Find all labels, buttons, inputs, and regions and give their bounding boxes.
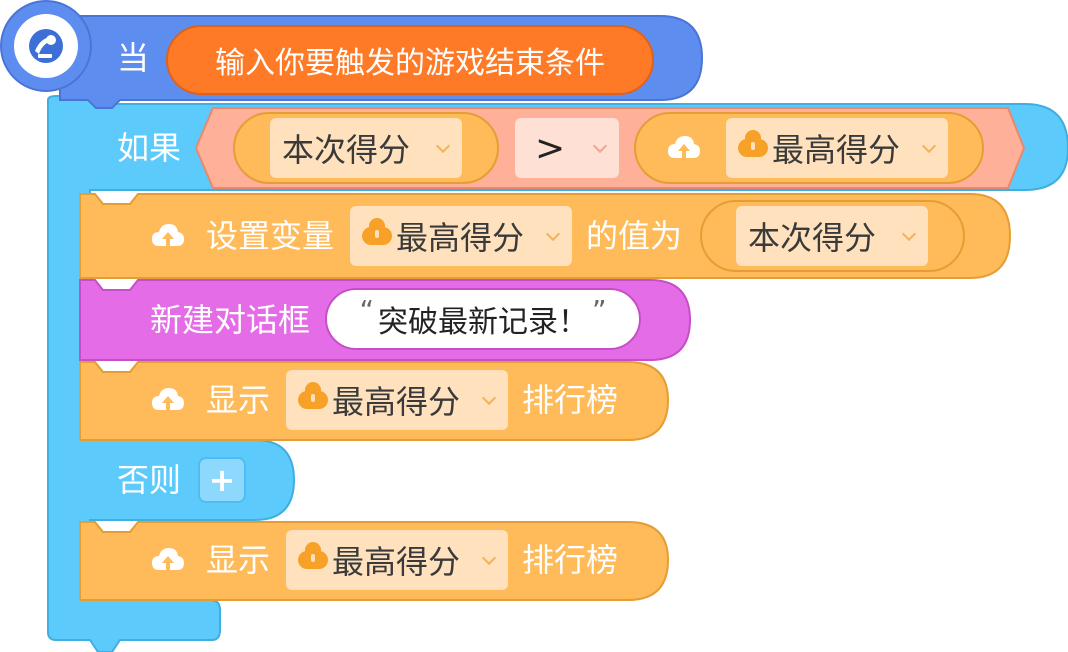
cloud-upload-icon [150,220,186,256]
add-branch-button[interactable]: + [198,457,246,503]
leaderboard-label: 排行榜 [522,381,619,419]
show-label: 显示 [206,541,271,579]
new-dialog-label: 新建对话框 [150,301,311,339]
cloud-lock-icon [738,130,768,157]
chevron-down-icon [481,390,497,406]
when-label: 当 [117,39,150,77]
left-operand-dropdown[interactable]: 本次得分 [270,118,462,178]
cloud-lock-icon [362,218,392,245]
set-variable-label: 设置变量 [206,217,335,255]
chevron-down-icon [545,226,561,242]
chevron-down-icon [592,138,608,154]
cloud-upload-icon [150,384,186,420]
show-board-variable: 最高得分 [332,543,461,581]
cloud-variable-icon [666,132,702,168]
open-quote: “ [359,294,374,327]
right-operand-dropdown[interactable]: 最高得分 [726,118,948,178]
chevron-down-icon [901,226,917,242]
if-label: 如果 [117,129,182,167]
operator-dropdown[interactable]: > [515,118,619,178]
show-board-variable-dropdown[interactable]: 最高得分 [286,370,508,430]
operator-value: > [535,127,566,169]
dialog-text-input[interactable]: “ 突破最新记录！ ” [325,288,641,350]
cloud-lock-icon [298,542,328,569]
close-quote: ” [592,294,607,327]
cloud-lock-icon [298,382,328,409]
set-variable-name: 最高得分 [396,219,525,257]
satellite-icon [14,14,78,78]
show-label: 显示 [206,381,271,419]
condition-input[interactable]: 输入你要触发的游戏结束条件 [166,25,654,95]
left-operand-value: 本次得分 [282,131,411,169]
set-value-dropdown[interactable]: 本次得分 [736,206,928,266]
chevron-down-icon [481,550,497,566]
condition-text: 输入你要触发的游戏结束条件 [215,46,605,81]
plus-icon: + [208,461,236,499]
cloud-upload-icon [150,544,186,580]
chevron-down-icon [435,138,451,154]
show-board-variable-dropdown[interactable]: 最高得分 [286,530,508,590]
right-operand-value: 最高得分 [772,131,901,169]
value-is-label: 的值为 [586,217,683,255]
show-board-variable: 最高得分 [332,383,461,421]
set-value-text: 本次得分 [748,219,877,257]
leaderboard-label: 排行榜 [522,541,619,579]
else-label: 否则 [117,461,182,499]
dialog-text: 突破最新记录！ [378,305,588,340]
chevron-down-icon [921,138,937,154]
set-variable-dropdown[interactable]: 最高得分 [350,206,572,266]
